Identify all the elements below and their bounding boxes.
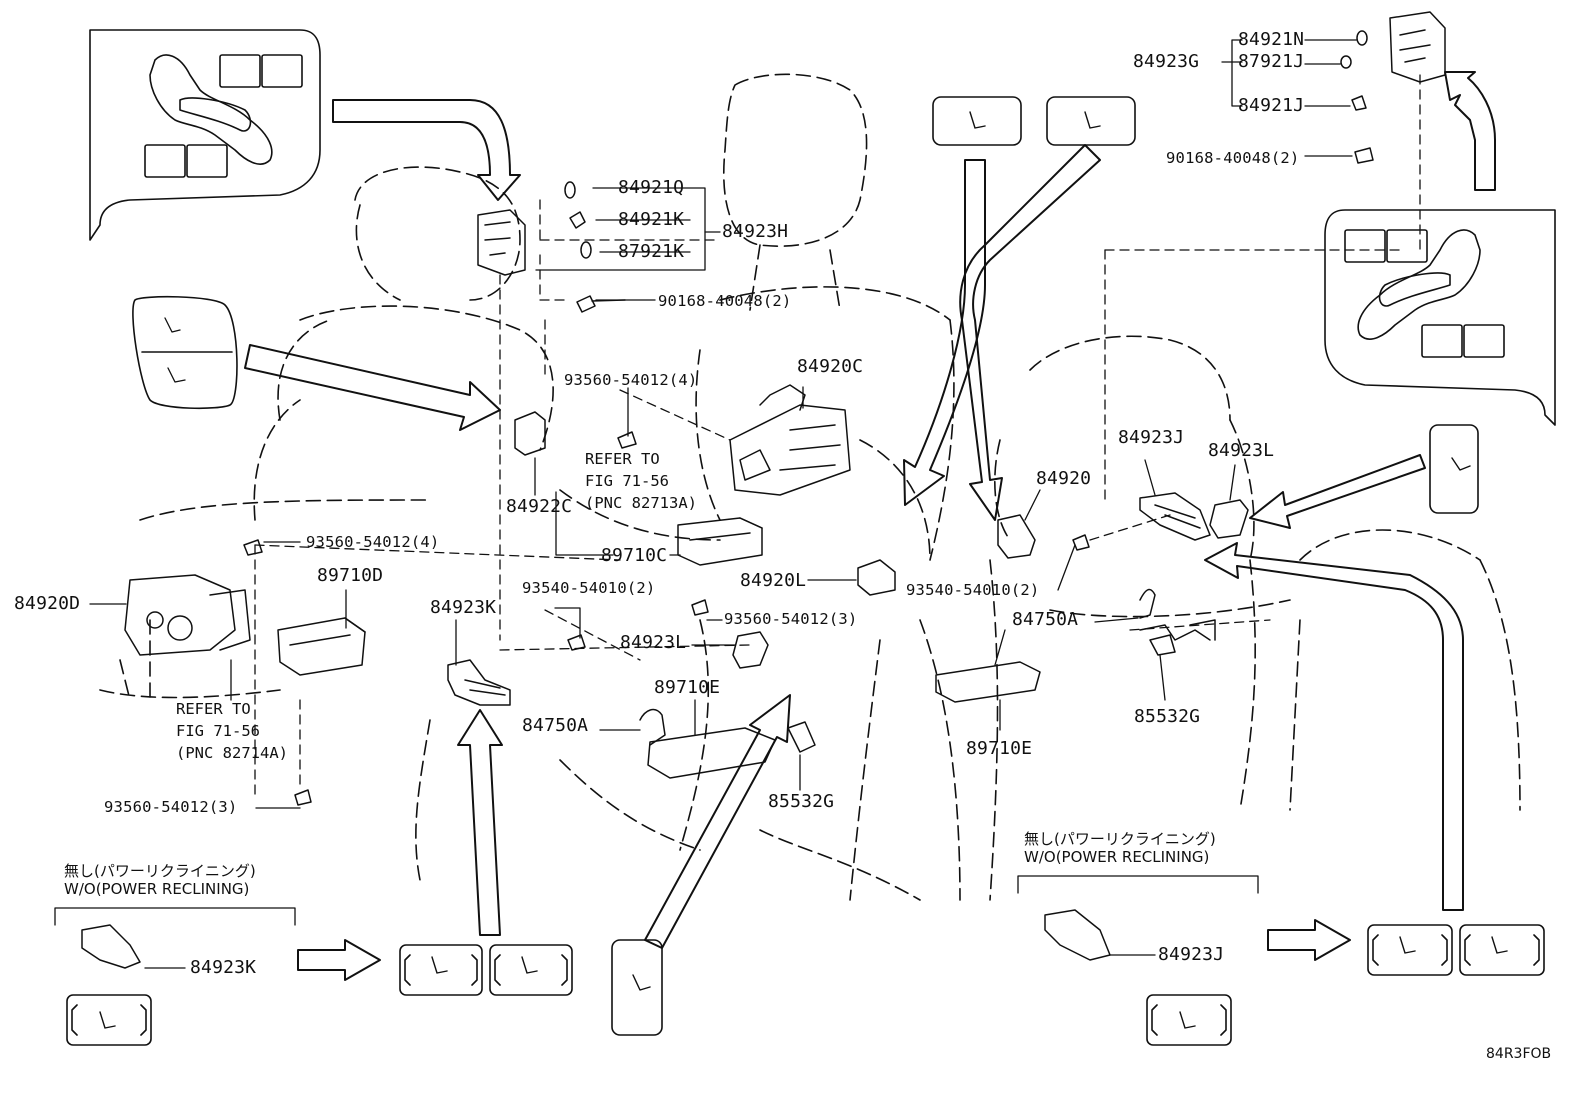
part-85532G-b[interactable]: 85532G bbox=[1134, 706, 1201, 727]
part-84923L-b[interactable]: 84923L bbox=[1208, 440, 1275, 461]
wo-reclining-en-right: W/O(POWER RECLINING) bbox=[1024, 848, 1210, 866]
seat-outlines bbox=[99, 73, 1521, 901]
part-87921K[interactable]: 87921K bbox=[618, 241, 685, 262]
refer-note-2-line2: FIG 71-56 bbox=[176, 722, 260, 740]
wo-reclining-en-left: W/O(POWER RECLINING) bbox=[64, 880, 250, 898]
part-84920C[interactable]: 84920C bbox=[797, 356, 864, 377]
refer-note-2-line1: REFER TO bbox=[176, 700, 251, 718]
refer-note-1-line1: REFER TO bbox=[585, 450, 660, 468]
part-89710C[interactable]: 89710C bbox=[601, 545, 668, 566]
part-93560-54012-4b[interactable]: 93560-54012(4) bbox=[306, 533, 440, 551]
leader-lines bbox=[89, 39, 1357, 969]
wo-reclining-jp-right: 無し(パワーリクライニング) bbox=[1024, 830, 1216, 848]
part-84921Q[interactable]: 84921Q bbox=[618, 177, 685, 198]
part-93560-54012-3a[interactable]: 93560-54012(3) bbox=[724, 610, 858, 628]
part-84920D[interactable]: 84920D bbox=[14, 593, 81, 614]
flow-arrows bbox=[244, 71, 1496, 981]
refer-note-2-line3: (PNC 82714A) bbox=[176, 744, 288, 762]
part-84922C[interactable]: 84922C bbox=[506, 496, 573, 517]
projection-lines bbox=[254, 74, 1421, 801]
switch-inset-left bbox=[89, 29, 321, 241]
part-84923K[interactable]: 84923K bbox=[430, 597, 497, 618]
part-84920[interactable]: 84920 bbox=[1036, 468, 1092, 489]
switch-inset-right bbox=[1324, 209, 1556, 426]
part-93560-54012-4a[interactable]: 93560-54012(4) bbox=[564, 371, 698, 389]
switch-inset-small-left bbox=[132, 295, 238, 410]
wo-reclining-note-left: 無し(パワーリクライニング) W/O(POWER RECLINING) bbox=[64, 862, 256, 898]
part-90168-40048-top[interactable]: 90168-40048(2) bbox=[1166, 149, 1300, 167]
refer-note-1-line3: (PNC 82713A) bbox=[585, 494, 697, 512]
part-84750A-b[interactable]: 84750A bbox=[1012, 609, 1079, 630]
refer-note-1-line2: FIG 71-56 bbox=[585, 472, 669, 490]
part-85532G-a[interactable]: 85532G bbox=[768, 791, 835, 812]
part-84923J-wo[interactable]: 84923J bbox=[1158, 944, 1225, 965]
part-84921K[interactable]: 84921K bbox=[618, 209, 685, 230]
part-84750A-a[interactable]: 84750A bbox=[522, 715, 589, 736]
wo-reclining-note-right: 無し(パワーリクライニング) W/O(POWER RECLINING) bbox=[1024, 830, 1216, 866]
seat-switch-buttons bbox=[66, 96, 1545, 1046]
diagram-code: 84R3FOB bbox=[1486, 1046, 1552, 1062]
part-84923J[interactable]: 84923J bbox=[1118, 427, 1185, 448]
part-93540-54010-a[interactable]: 93540-54010(2) bbox=[522, 579, 656, 597]
part-84921N[interactable]: 84921N bbox=[1238, 29, 1305, 50]
wo-reclining-brackets bbox=[54, 875, 1259, 926]
part-89710E-a[interactable]: 89710E bbox=[654, 677, 721, 698]
refer-note-1: REFER TO FIG 71-56 (PNC 82713A) bbox=[585, 448, 697, 514]
wo-reclining-jp-left: 無し(パワーリクライニング) bbox=[64, 862, 256, 880]
refer-note-2: REFER TO FIG 71-56 (PNC 82714A) bbox=[176, 698, 288, 764]
part-84921J[interactable]: 84921J bbox=[1238, 95, 1305, 116]
part-87921J[interactable]: 87921J bbox=[1238, 51, 1305, 72]
part-89710E-b[interactable]: 89710E bbox=[966, 738, 1033, 759]
part-84923L-a[interactable]: 84923L bbox=[620, 632, 687, 653]
part-90168-40048-mid[interactable]: 90168-40048(2) bbox=[658, 292, 792, 310]
part-84920L[interactable]: 84920L bbox=[740, 570, 807, 591]
part-84923K-wo[interactable]: 84923K bbox=[190, 957, 257, 978]
part-93540-54010-b[interactable]: 93540-54010(2) bbox=[906, 581, 1040, 599]
part-93560-54012-3b[interactable]: 93560-54012(3) bbox=[104, 798, 238, 816]
part-84923G[interactable]: 84923G bbox=[1133, 51, 1200, 72]
part-89710D[interactable]: 89710D bbox=[317, 565, 384, 586]
part-84923H[interactable]: 84923H bbox=[722, 221, 789, 242]
